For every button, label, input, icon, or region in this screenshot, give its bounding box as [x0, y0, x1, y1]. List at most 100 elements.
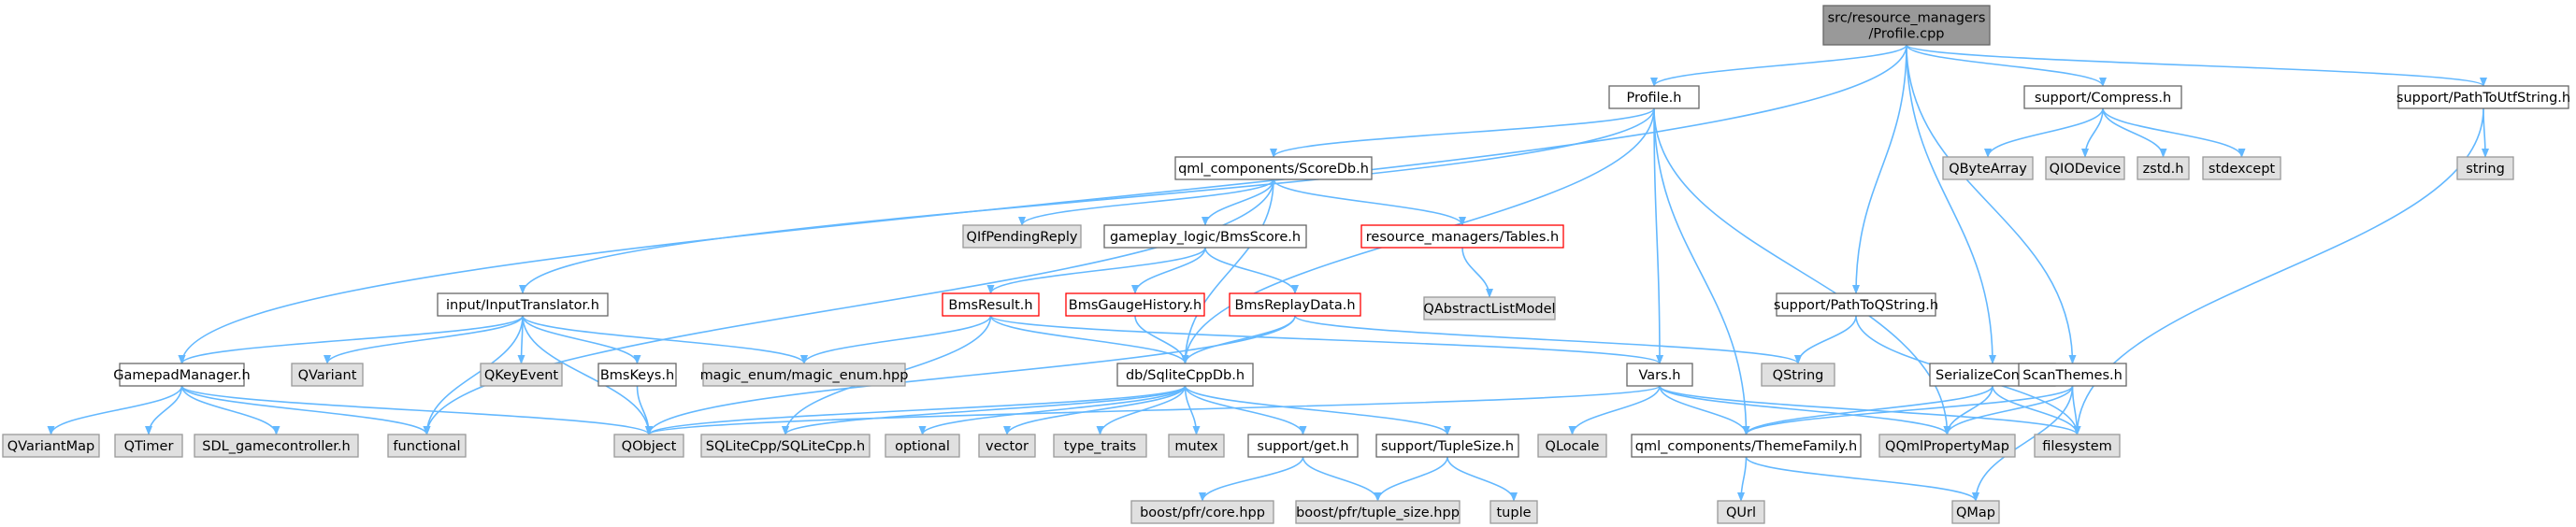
node-label: input/InputTranslator.h	[446, 298, 599, 313]
edge-supportget-to-pfrcore	[1199, 456, 1304, 502]
edge-themefamily-to-qurl	[1737, 456, 1748, 502]
node-qvariantmap: QVariantMap	[2, 434, 100, 458]
node-themefamily[interactable]: qml_components/ThemeFamily.h	[1631, 434, 1862, 458]
node-bmsgauge[interactable]: BmsGaugeHistory.h	[1065, 292, 1205, 317]
edge-compress_h-to-zstd	[2102, 107, 2167, 158]
node-label: QQmlPropertyMap	[1885, 439, 2009, 454]
node-qtimer: QTimer	[114, 434, 183, 458]
node-inputtrans[interactable]: input/InputTranslator.h	[437, 292, 609, 317]
node-box	[1116, 363, 1254, 387]
node-box	[1103, 224, 1307, 249]
edge-root-to-profile_h	[1650, 44, 1907, 87]
node-label: QMap	[1956, 506, 1995, 520]
node-vars[interactable]: Vars.h	[1626, 363, 1693, 387]
edge-scoredb-to-qifpending	[1018, 178, 1274, 226]
node-box	[2202, 156, 2281, 180]
node-scoredb[interactable]: qml_components/ScoreDb.h	[1174, 156, 1373, 180]
node-box	[1942, 156, 2034, 180]
node-box	[942, 292, 1040, 317]
edge-root-to-serialize	[1906, 44, 1996, 364]
edge-gamepad-to-qvariantmap	[47, 385, 183, 435]
node-qbytearray: QByteArray	[1942, 156, 2034, 180]
node-mutex: mutex	[1168, 434, 1225, 458]
node-box	[480, 363, 563, 387]
node-pathtoq[interactable]: support/PathToQString.h	[1774, 292, 1938, 317]
node-bmsscore[interactable]: gameplay_logic/BmsScore.h	[1103, 224, 1307, 249]
node-sqlitecppdb[interactable]: db/SqliteCppDb.h	[1116, 363, 1254, 387]
node-box	[962, 224, 1082, 249]
edge-pathtoq-to-qstring	[1794, 315, 1857, 364]
node-bmsreplay[interactable]: BmsReplayData.h	[1229, 292, 1361, 317]
node-box	[2045, 156, 2125, 180]
edge-tables-to-qabstract	[1461, 247, 1493, 298]
edge-bmsresult-to-sqlitecppdb	[989, 315, 1189, 364]
node-box	[1631, 434, 1862, 458]
edge-compress_h-to-qiodevice	[2081, 107, 2104, 158]
node-box	[437, 292, 609, 317]
node-box	[1878, 434, 2016, 458]
node-box	[1951, 500, 2000, 524]
node-label: type_traits	[1064, 439, 1136, 454]
node-label: /Profile.cpp	[1869, 27, 1945, 42]
edge-inputtrans-to-functional	[423, 315, 524, 435]
edge-inputtrans-to-bmskeys	[522, 315, 641, 364]
node-vector: vector	[978, 434, 1036, 458]
node-bmsresult[interactable]: BmsResult.h	[942, 292, 1040, 317]
node-compress_h[interactable]: support/Compress.h	[2023, 85, 2182, 109]
node-profile_h[interactable]: Profile.h	[1608, 85, 1700, 109]
node-sqlitecpp: SQLiteCpp/SQLiteCpp.h	[700, 434, 871, 458]
node-scanthemes[interactable]: ScanThemes.h	[2018, 363, 2127, 387]
node-label: qml_components/ScoreDb.h	[1178, 162, 1369, 177]
node-gamepad[interactable]: GamepadManager.h	[113, 363, 251, 387]
node-tables[interactable]: resource_managers/Tables.h	[1360, 224, 1564, 249]
edge-tuplesize-to-pfrtuple	[1374, 456, 1448, 502]
node-qkeyevent: QKeyEvent	[480, 363, 563, 387]
edge-bmsreplay-to-sqlitecppdb	[1181, 315, 1296, 364]
node-label: vector	[986, 439, 1029, 454]
node-box	[2397, 85, 2569, 109]
edge-vars-to-qlocale	[1568, 385, 1661, 435]
node-functional: functional	[387, 434, 467, 458]
node-qobject: QObject	[613, 434, 684, 458]
node-box	[2, 434, 100, 458]
edge-compress_h-to-stdexcept	[2102, 107, 2246, 158]
edge-gamepad-to-qtimer	[145, 385, 183, 435]
node-root[interactable]: src/resource_managers/Profile.cpp	[1822, 5, 1991, 46]
node-label: boost/pfr/core.hpp	[1140, 506, 1265, 520]
node-box	[613, 434, 684, 458]
node-qstring: QString	[1761, 363, 1835, 387]
edge-bmsreplay-to-qstring	[1294, 315, 1802, 364]
node-pathtoutf[interactable]: support/PathToUtfString.h	[2396, 85, 2570, 109]
node-qlocale: QLocale	[1537, 434, 1607, 458]
node-box	[291, 363, 364, 387]
node-qiodevice: QIODevice	[2045, 156, 2125, 180]
edges-layer	[47, 44, 2489, 502]
node-label: support/PathToQString.h	[1774, 298, 1938, 313]
edge-sqlitecppdb-to-optional	[918, 385, 1187, 435]
node-label: QByteArray	[1949, 162, 2027, 177]
node-label: BmsKeys.h	[600, 368, 674, 383]
edge-profile_h-to-scoredb	[1270, 107, 1655, 158]
edge-themefamily-to-qmap	[1745, 456, 1979, 502]
node-box	[2456, 156, 2514, 180]
node-sdlgc: SDL_gamecontroller.h	[194, 434, 359, 458]
edge-sqlitecppdb-to-tuplesize	[1184, 385, 1451, 435]
node-string: string	[2456, 156, 2514, 180]
node-pfrtuple: boost/pfr/tuple_size.hpp	[1295, 500, 1461, 524]
node-bmskeys[interactable]: BmsKeys.h	[597, 363, 677, 387]
edge-scoredb-to-tables	[1273, 178, 1466, 226]
node-supportget[interactable]: support/get.h	[1247, 434, 1359, 458]
node-box	[597, 363, 677, 387]
node-box	[114, 434, 183, 458]
edge-root-to-pathtoq	[1852, 44, 1907, 294]
node-label: stdexcept	[2209, 162, 2276, 177]
node-box	[1375, 434, 1519, 458]
node-label: SDL_gamecontroller.h	[202, 439, 350, 454]
node-box	[978, 434, 1036, 458]
node-label: support/TupleSize.h	[1381, 439, 1514, 454]
node-qurl: QUrl	[1717, 500, 1765, 524]
node-stdexcept: stdexcept	[2202, 156, 2281, 180]
node-tuplesize[interactable]: support/TupleSize.h	[1375, 434, 1519, 458]
node-label: QString	[1773, 368, 1824, 383]
